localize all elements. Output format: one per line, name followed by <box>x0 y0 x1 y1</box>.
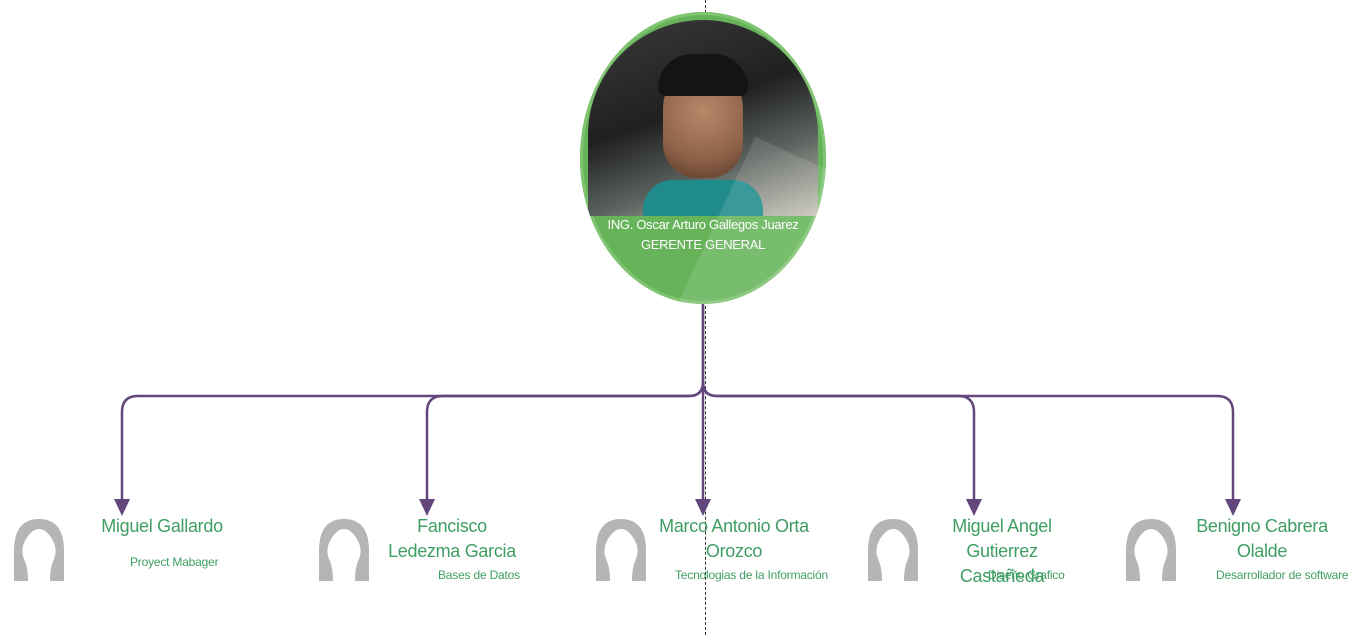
branch-line-5 <box>701 380 1235 505</box>
photo-collar <box>643 180 763 216</box>
root-node: ING. Oscar Arturo Gallegos Juarez GERENT… <box>580 12 826 304</box>
child-node: Marco Antonio Orta Orozco Tecnologias de… <box>592 510 842 590</box>
arrowhead-3 <box>695 499 711 516</box>
person-placeholder-icon <box>319 519 369 581</box>
child-role: Diseño Grafico <box>988 568 1065 582</box>
arrowhead-1 <box>114 499 130 516</box>
vertical-guide-line <box>705 0 706 635</box>
child-role: Proyect Mabager <box>130 555 219 569</box>
child-node: Miguel Angel Gutierrez Castañeda Diseño … <box>864 510 1094 590</box>
child-node: Benigno Cabrera Olalde Desarrollador de … <box>1122 510 1367 590</box>
arrowhead-5 <box>1225 499 1241 516</box>
branch-line-2 <box>425 380 705 505</box>
trunk-line <box>120 303 705 505</box>
child-role: Desarrollador de software <box>1216 568 1349 582</box>
arrowhead-2 <box>419 499 435 516</box>
arrowhead-4 <box>966 499 982 516</box>
child-name: Marco Antonio Orta Orozco <box>659 516 809 561</box>
person-placeholder-icon <box>596 519 646 581</box>
child-name: Fancisco Ledezma Garcia <box>388 516 516 561</box>
branch-line-4 <box>701 380 976 505</box>
photo-hair <box>658 54 748 96</box>
root-name: ING. Oscar Arturo Gallegos Juarez <box>607 217 799 232</box>
child-role: Bases de Datos <box>438 568 520 582</box>
person-placeholder-icon <box>14 519 64 581</box>
child-name: Miguel Gallardo <box>101 516 223 536</box>
child-node: Fancisco Ledezma Garcia Bases de Datos <box>315 510 545 590</box>
child-node: Miguel Gallardo Proyect Mabager <box>10 510 240 590</box>
root-photo <box>588 20 818 216</box>
child-name: Miguel Angel Gutierrez Castañeda <box>952 516 1052 586</box>
root-title: GERENTE GENERAL <box>640 237 766 252</box>
child-name: Benigno Cabrera Olalde <box>1196 516 1328 561</box>
child-role: Tecnologias de la Información <box>675 568 828 582</box>
person-placeholder-icon <box>868 519 918 581</box>
person-placeholder-icon <box>1126 519 1176 581</box>
